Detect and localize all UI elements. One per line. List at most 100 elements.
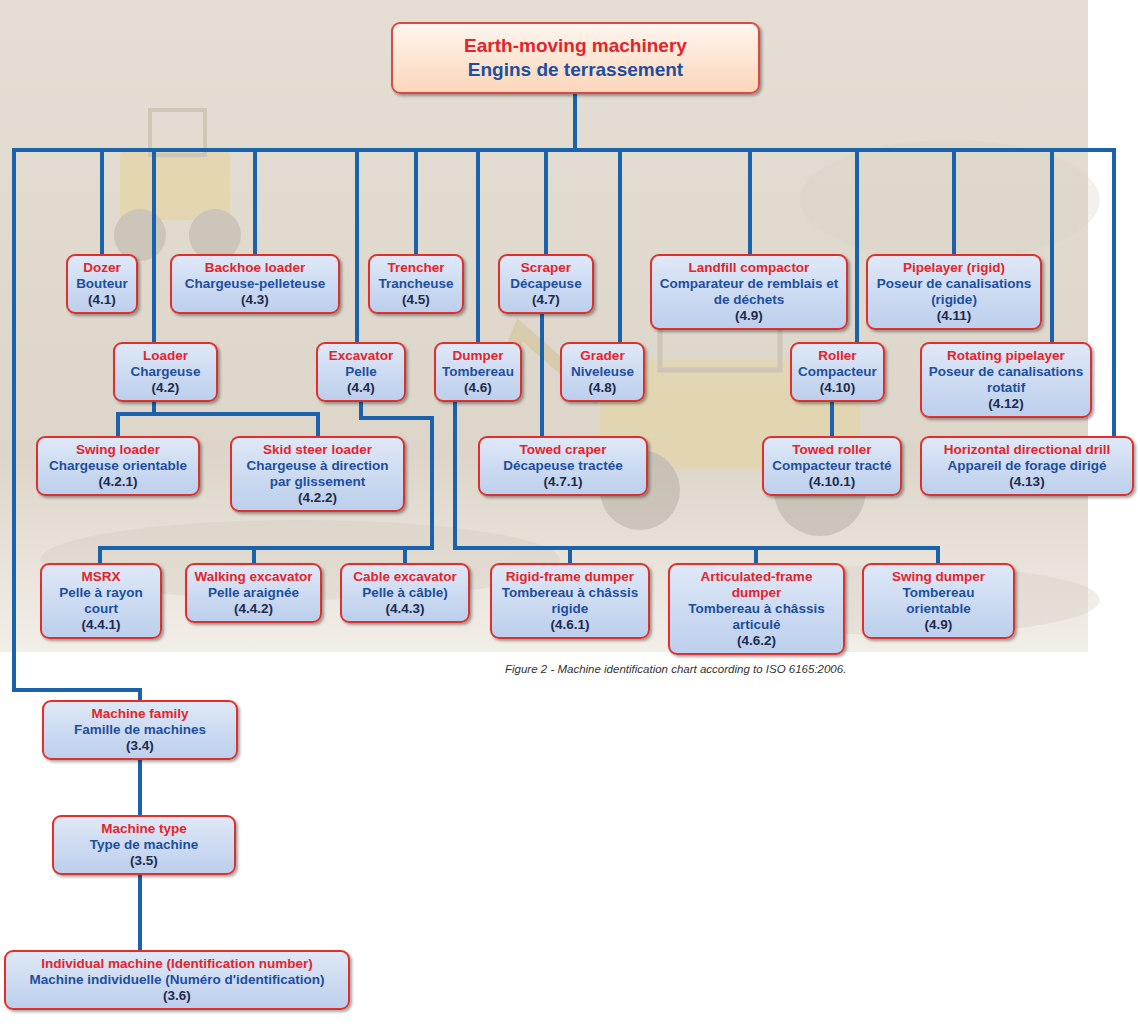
clause-number: (4.4) xyxy=(324,380,398,396)
clause-number: (3.4) xyxy=(50,738,230,754)
clause-number: (4.10) xyxy=(798,380,877,396)
category-box: Walking excavatorPelle araignée(4.4.2) xyxy=(185,563,322,623)
french-name: Chargeuse xyxy=(121,364,210,380)
english-name: Excavator xyxy=(324,348,398,364)
french-name: Comparateur de remblais et de déchets xyxy=(658,276,840,308)
category-box: Backhoe loaderChargeuse-pelleteuse(4.3) xyxy=(170,254,340,314)
french-name: Bouteur xyxy=(74,276,130,292)
french-name: Type de machine xyxy=(60,837,228,853)
clause-number: (4.4.3) xyxy=(348,601,462,617)
french-name: Pelle araignée xyxy=(193,585,314,601)
clause-number: (3.6) xyxy=(12,988,342,1004)
french-name: Tombereau à châssis articulé xyxy=(676,601,837,633)
clause-number: (4.2) xyxy=(121,380,210,396)
loader-silhouette xyxy=(114,110,241,261)
category-box: Towed rollerCompacteur tracté(4.10.1) xyxy=(762,436,902,496)
english-name: MSRX xyxy=(48,569,154,585)
tree-connector xyxy=(575,94,857,342)
english-name: Skid steer loader xyxy=(238,442,397,458)
english-name: Grader xyxy=(568,348,637,364)
category-box: Skid steer loaderChargeuse à direction p… xyxy=(230,436,405,512)
english-name: Loader xyxy=(121,348,210,364)
category-box: LoaderChargeuse(4.2) xyxy=(113,342,218,402)
category-box: Cable excavatorPelle à câble)(4.4.3) xyxy=(340,563,470,623)
clause-number: (4.13) xyxy=(928,474,1126,490)
english-name: Towed craper xyxy=(486,442,640,458)
french-name: Compacteur xyxy=(798,364,877,380)
clause-number: (4.4.1) xyxy=(48,617,154,633)
english-name: Roller xyxy=(798,348,877,364)
category-box: DumperTombereau(4.6) xyxy=(434,342,522,402)
french-name: Trancheuse xyxy=(376,276,456,292)
tree-connector xyxy=(138,760,142,815)
category-box: ScraperDécapeuse(4.7) xyxy=(498,254,594,314)
english-name: Rotating pipelayer xyxy=(928,348,1084,364)
english-name: Rigid-frame dumper xyxy=(498,569,642,585)
english-name: Horizontal directional drill xyxy=(928,442,1126,458)
english-name: Walking excavator xyxy=(193,569,314,585)
english-name: Scraper xyxy=(506,260,586,276)
clause-number: (4.5) xyxy=(376,292,456,308)
french-name: Pelle à rayon court xyxy=(48,585,154,617)
category-box: Rigid-frame dumperTombereau à châssis ri… xyxy=(490,563,650,639)
french-name: Appareil de forage dirigé xyxy=(928,458,1126,474)
category-box: ExcavatorPelle(4.4) xyxy=(316,342,406,402)
category-box: Landfill compactorComparateur de remblai… xyxy=(650,254,848,330)
french-name: Tombereau orientable xyxy=(870,585,1007,617)
category-box: Machine typeType de machine(3.5) xyxy=(52,815,236,875)
tree-connector xyxy=(575,94,954,254)
photo-ground xyxy=(0,0,1088,652)
french-name: Poseur de canalisations (rigide) xyxy=(874,276,1034,308)
french-name: Machine individuelle (Numéro d'identific… xyxy=(12,972,342,988)
tree-connector xyxy=(138,875,142,950)
french-name: Tombereau xyxy=(442,364,514,380)
clause-number: (3.5) xyxy=(60,853,228,869)
clause-number: (4.1) xyxy=(74,292,130,308)
tree-connector xyxy=(416,94,575,254)
english-name: Towed roller xyxy=(770,442,894,458)
clause-number: (4.2.1) xyxy=(44,474,192,490)
category-box: Articulated-frame dumperTombereau à châs… xyxy=(668,563,845,655)
english-name: Landfill compactor xyxy=(658,260,840,276)
english-name: Pipelayer (rigid) xyxy=(874,260,1034,276)
category-box: GraderNiveleuse(4.8) xyxy=(560,342,645,402)
clause-number: (4.6.2) xyxy=(676,633,837,649)
english-name: Machine type xyxy=(60,821,228,837)
clause-number: (4.3) xyxy=(178,292,332,308)
french-name: Compacteur tracté xyxy=(770,458,894,474)
category-box: Machine familyFamille de machines(3.4) xyxy=(42,700,238,760)
clause-number: (4.4.2) xyxy=(193,601,314,617)
tree-connector xyxy=(455,402,756,563)
french-name: Chargeuse-pelleteuse xyxy=(178,276,332,292)
english-name: Dozer xyxy=(74,260,130,276)
english-name: Trencher xyxy=(376,260,456,276)
english-name: Swing dumper xyxy=(870,569,1007,585)
english-name: Cable excavator xyxy=(348,569,462,585)
tree-connector xyxy=(546,94,575,254)
clause-number: (4.7) xyxy=(506,292,586,308)
english-name: Individual machine (Identification numbe… xyxy=(12,956,342,972)
tree-connector xyxy=(255,94,575,254)
clause-number: (4.10.1) xyxy=(770,474,894,490)
category-box: TrencherTrancheuse(4.5) xyxy=(368,254,464,314)
french-name: Engins de terrassement xyxy=(405,58,746,82)
clause-number: (4.2.2) xyxy=(238,490,397,506)
tree-connector xyxy=(575,94,750,254)
english-name: Dumper xyxy=(442,348,514,364)
clause-number: (4.11) xyxy=(874,308,1034,324)
clause-number: (4.6.1) xyxy=(498,617,642,633)
tree-connector xyxy=(540,314,544,436)
french-name: Décapeuse tractée xyxy=(486,458,640,474)
figure-caption: Figure 2 - Machine identification chart … xyxy=(505,662,846,676)
tree-connector xyxy=(575,94,1114,436)
category-box: Pipelayer (rigid)Poseur de canalisations… xyxy=(866,254,1042,330)
category-box: RollerCompacteur(4.10) xyxy=(790,342,885,402)
french-name: Poseur de canalisations rotatif xyxy=(928,364,1084,396)
french-name: Niveleuse xyxy=(568,364,637,380)
tree-connector xyxy=(118,402,154,436)
clause-number: (4.7.1) xyxy=(486,474,640,490)
french-name: Chargeuse orientable xyxy=(44,458,192,474)
category-box: Horizontal directional drillAppareil de … xyxy=(920,436,1134,496)
root-box: Earth-moving machineryEngins de terrasse… xyxy=(391,22,760,94)
